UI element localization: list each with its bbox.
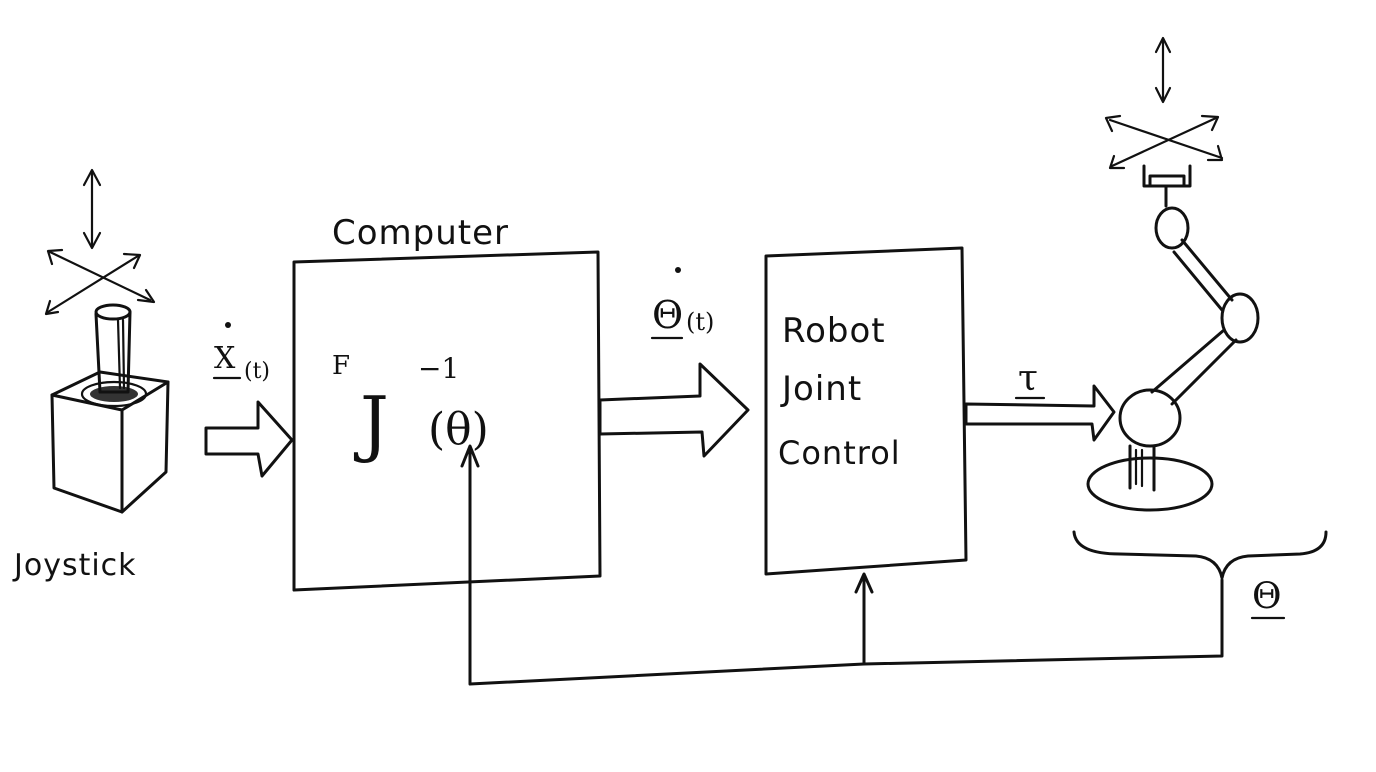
xdot-arrow <box>204 400 294 478</box>
joystick-label: Joystick <box>12 548 137 583</box>
thetadot-arg: (t) <box>686 308 714 336</box>
robot-joint-control-block: Robot Joint Control <box>764 246 968 576</box>
upper-arm-link-icon <box>1150 328 1238 406</box>
end-effector-motion-arrows-icon <box>1104 36 1224 170</box>
robot-state-brace <box>1072 530 1328 580</box>
thetadot-arrow <box>598 362 750 458</box>
base-plate-icon <box>1086 456 1214 512</box>
shoulder-joint-icon <box>1118 388 1182 448</box>
jacobian-frame-superscript: F <box>332 351 350 381</box>
jacobian-argument: (θ) <box>428 404 489 455</box>
elbow-joint-icon <box>1220 292 1260 344</box>
xdot-label: X (t) <box>212 322 270 384</box>
rjc-label-line1: Robot <box>782 311 886 351</box>
rjc-label-line2: Joint <box>780 369 862 409</box>
tau-label: τ <box>1014 358 1046 400</box>
wrist-joint-icon <box>1154 206 1190 250</box>
computer-label: Computer <box>332 213 509 253</box>
robot-arm-drawing <box>1086 36 1260 512</box>
joystick-base-icon <box>50 370 170 514</box>
theta-label: Θ <box>1250 576 1286 620</box>
joystick-drawing: Joystick <box>12 168 170 583</box>
computer-block: Computer F −1 J (θ) <box>292 213 602 592</box>
thetadot-label: Θ (t) <box>650 267 714 340</box>
thetadot-symbol: Θ <box>652 293 683 337</box>
joystick-stick-icon <box>94 303 132 394</box>
feedback-path <box>460 444 1224 686</box>
base-post-icon <box>1128 444 1156 492</box>
joystick-motion-arrows-icon <box>44 168 156 316</box>
tau-symbol: τ <box>1018 358 1038 399</box>
theta-vector-symbol: Θ <box>1252 576 1282 617</box>
rjc-label-line3: Control <box>778 434 901 472</box>
forearm-link-icon <box>1172 238 1234 312</box>
gripper-icon <box>1142 164 1192 208</box>
jacobian-inverse-superscript: −1 <box>418 352 459 385</box>
tau-arrow <box>964 384 1116 442</box>
jacobian-symbol: J <box>353 381 389 465</box>
xdot-arg: (t) <box>244 359 270 384</box>
xdot-symbol: X <box>214 341 236 376</box>
